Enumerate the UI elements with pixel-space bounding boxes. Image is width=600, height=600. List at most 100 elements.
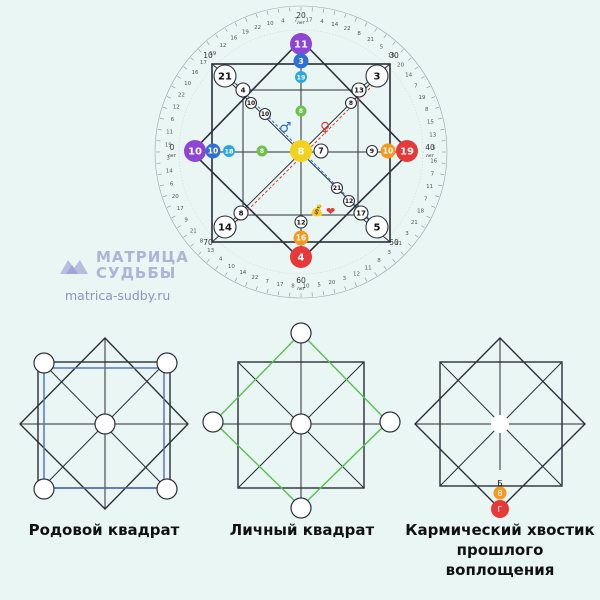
ancestral-square-highlight	[43, 367, 165, 489]
ring-age-label: 0	[170, 143, 175, 152]
ring-tick	[421, 225, 425, 229]
ring-number: 8	[377, 258, 381, 264]
caption-personal: Личный квадрат	[229, 521, 375, 539]
ring-tick	[392, 41, 396, 45]
ring-tick	[431, 205, 436, 208]
ring-age-label: 50	[389, 238, 399, 247]
node-left: 10	[184, 140, 206, 162]
ring-number: 8	[200, 239, 204, 245]
svg-text:19: 19	[400, 147, 414, 158]
ring-tick	[166, 96, 171, 99]
node-center-right: 7	[313, 143, 329, 159]
svg-text:17: 17	[356, 210, 366, 218]
ring-tick	[344, 286, 347, 290]
ring-number: 15	[427, 120, 434, 126]
ring-tick	[245, 282, 248, 287]
svg-text:8: 8	[349, 100, 353, 107]
ring-number: 17	[177, 206, 184, 212]
ring-tick	[215, 34, 219, 39]
ring-number: 3	[343, 276, 347, 282]
ring-tick	[354, 282, 357, 287]
svg-text:13: 13	[354, 87, 364, 95]
caption-ancestral: Родовой квадрат	[28, 521, 180, 539]
ring-tick	[278, 291, 280, 296]
node-bottom: 4	[290, 246, 312, 268]
ring-number: 10	[228, 264, 235, 270]
node-top-inner1: 3	[293, 53, 309, 69]
ring-tick	[400, 251, 404, 255]
node-personal-right	[379, 411, 401, 433]
ring-tick	[414, 66, 419, 70]
svg-text:4: 4	[298, 253, 305, 264]
node-bottom-inner1: 16	[293, 230, 309, 246]
node-ancestral-tl	[33, 352, 55, 374]
ring-tick	[198, 49, 202, 53]
node-top-right-inner2: 8	[344, 96, 358, 110]
svg-text:7: 7	[318, 147, 323, 156]
ring-tick	[421, 75, 425, 79]
ring-number: 21	[411, 220, 418, 226]
ring-number: 22	[251, 275, 258, 281]
svg-text:10: 10	[261, 111, 269, 118]
ring-tick	[344, 14, 347, 18]
brand-title: МАТРИЦА СУДЬБЫ	[96, 249, 189, 281]
ring-tick	[435, 106, 439, 109]
ring-age-label: 30	[389, 51, 399, 60]
ring-tick	[408, 243, 412, 247]
node-top-left-inner2: 10	[244, 96, 258, 110]
node-bottom-right-inner2: 12	[342, 194, 356, 208]
ring-age-label: 10	[203, 51, 213, 60]
ring-tick	[224, 272, 228, 276]
svg-text:11: 11	[294, 40, 308, 51]
ring-inner	[178, 29, 424, 275]
ring-tick	[435, 195, 439, 198]
ring-tick	[426, 85, 431, 89]
caption-karmic: Кармический хвостик прошлого воплощения	[405, 520, 595, 580]
ring-number: 13	[207, 248, 214, 254]
node-top-inner3: 8	[295, 105, 307, 117]
ring-number: 16	[192, 70, 199, 76]
svg-text:12: 12	[296, 218, 305, 226]
ring-number: 16	[430, 158, 437, 164]
node-personal-top	[290, 322, 312, 344]
ring-tick	[163, 195, 167, 198]
female-icon: ♀	[320, 120, 330, 136]
ring-number: 17	[277, 282, 284, 288]
node-top-left-inner: 4	[235, 82, 251, 98]
svg-text:8: 8	[299, 108, 303, 115]
node-ancestral-br	[156, 478, 178, 500]
brand-url: matrica-sudby.ru	[65, 288, 171, 303]
node-karmic-middle	[493, 486, 507, 500]
ring-number: 3	[405, 231, 409, 237]
ring-tick	[438, 117, 443, 120]
svg-text:18: 18	[224, 147, 234, 155]
ring-tick	[374, 28, 378, 32]
ring-number: 4	[281, 19, 285, 25]
node-right-inner1: 10	[380, 143, 396, 159]
svg-text:3: 3	[374, 72, 381, 83]
ring-tick	[333, 10, 336, 15]
ring-age-label: 20	[296, 11, 306, 20]
ring-number: 14	[405, 72, 412, 78]
ring-number: 14	[239, 270, 246, 276]
ring-age-label: 60	[296, 276, 306, 285]
ring-tick	[183, 234, 188, 238]
ring-tick	[166, 205, 171, 208]
ring-number: 20	[328, 280, 335, 286]
ring-number: 12	[173, 104, 180, 110]
personal-square-diagram	[202, 322, 401, 519]
ring-number: 3	[387, 250, 391, 256]
node-left-inner1: 10	[205, 143, 221, 159]
node-ancestral-center	[94, 413, 116, 435]
ring-number: 7	[424, 197, 428, 203]
ring-tick	[383, 265, 387, 270]
svg-text:14: 14	[218, 223, 232, 234]
ring-tick	[198, 251, 202, 255]
node-top-left: 21	[213, 64, 237, 88]
male-icon: ♂	[279, 120, 292, 136]
logo-icon	[60, 260, 88, 274]
ring-number: 11	[166, 130, 173, 136]
ring-number: 22	[178, 92, 185, 98]
